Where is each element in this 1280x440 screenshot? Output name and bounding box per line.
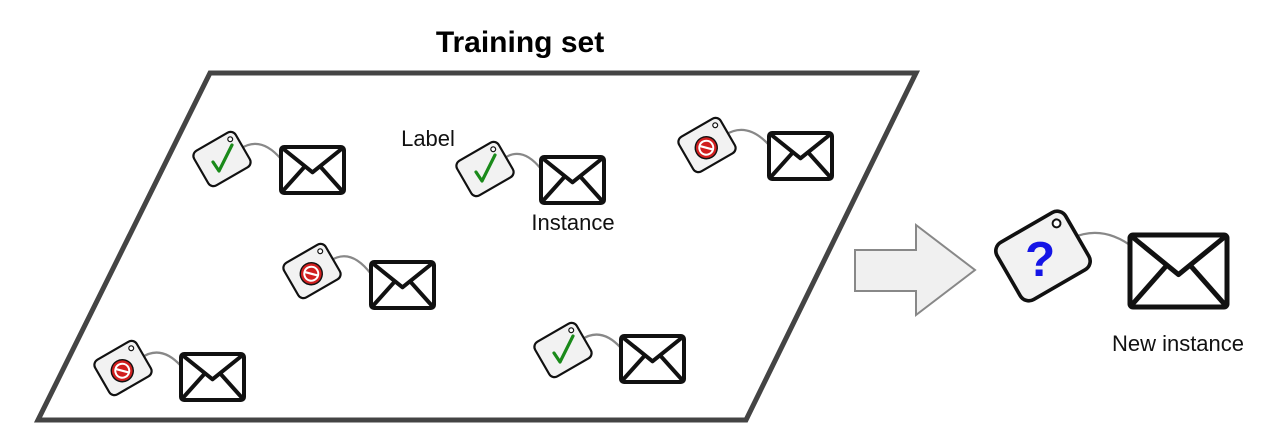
question-mark: ? xyxy=(1025,232,1055,287)
right-arrow-icon xyxy=(854,222,977,318)
envelope-icon xyxy=(369,260,436,310)
training-example xyxy=(93,339,246,402)
training-example xyxy=(533,321,686,384)
examples-group xyxy=(93,116,834,402)
checkmark-icon xyxy=(552,334,575,364)
checkmark-icon xyxy=(211,143,234,173)
no-entry-tag-icon xyxy=(282,242,342,300)
new-instance-annotation: New instance xyxy=(1112,331,1244,356)
envelope-icon xyxy=(619,334,686,384)
envelope-icon xyxy=(539,155,606,205)
checkmark-tag-icon xyxy=(533,321,593,379)
checkmark-tag-icon xyxy=(192,130,252,188)
no-entry-icon xyxy=(299,262,323,286)
no-entry-tag-icon xyxy=(677,116,737,174)
new-instance-group: ? xyxy=(994,209,1230,310)
new-instance-envelope-icon xyxy=(1127,232,1230,310)
envelope-icon xyxy=(179,352,246,402)
training-example xyxy=(282,242,436,310)
instance-annotation: Instance xyxy=(531,210,614,235)
checkmark-tag-icon xyxy=(455,140,515,198)
training-example xyxy=(192,130,346,195)
training-set-frame xyxy=(33,70,921,423)
no-entry-icon xyxy=(694,136,718,160)
diagram-title: Training set xyxy=(436,26,604,59)
training-example xyxy=(677,116,834,181)
training-example xyxy=(455,140,606,205)
no-entry-tag-icon xyxy=(93,339,153,397)
envelope-icon xyxy=(279,145,346,195)
label-annotation: Label xyxy=(401,126,455,151)
checkmark-icon xyxy=(474,153,497,183)
question-tag-icon: ? xyxy=(994,209,1092,303)
envelope-icon xyxy=(767,131,834,181)
no-entry-icon xyxy=(110,359,134,383)
